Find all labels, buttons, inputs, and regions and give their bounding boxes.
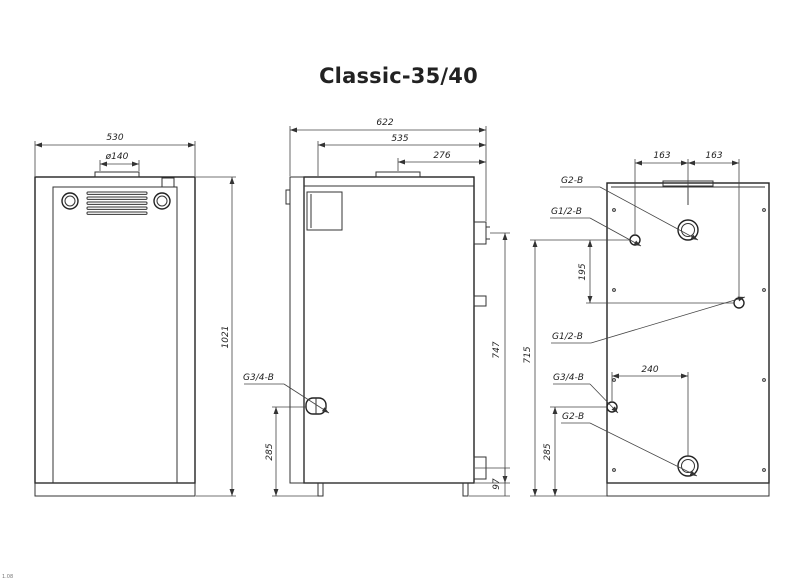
side-rear-foot	[462, 482, 469, 497]
inlet-height-label: 285	[265, 443, 275, 460]
overall-depth-label: 622	[376, 118, 393, 128]
front-flue-collar	[94, 171, 140, 178]
right-porthole	[153, 192, 171, 210]
rear-outlet-g2	[677, 219, 699, 241]
front-plinth	[34, 482, 196, 497]
side-view: 622 535 276 747 97 285 G3/4-B	[243, 118, 510, 497]
rear-view: 163 163 195 715 285 240 G2-B G1/2-B G1/2…	[523, 151, 770, 497]
rear-plinth	[606, 482, 770, 497]
rear-height-label: 715	[523, 346, 533, 363]
upper-rear-pipe	[473, 221, 487, 245]
vertical-spacing-label: 195	[578, 263, 588, 280]
callout-g12-right: G1/2-B	[552, 332, 583, 342]
body-depth-label: 535	[391, 134, 408, 144]
flue-offset-label: 276	[433, 151, 450, 161]
middle-rear-pipe	[473, 295, 487, 307]
left-porthole	[61, 192, 79, 210]
top-offset-left-label: 163	[653, 151, 670, 161]
callout-g12-left: G1/2-B	[551, 207, 582, 217]
rear-port-g12-left	[629, 234, 641, 246]
lower-pipe-height-label: 97	[492, 478, 502, 490]
rear-bottom-height-label: 285	[543, 443, 553, 460]
door-handle	[285, 189, 291, 205]
top-offset-right-label: 163	[705, 151, 722, 161]
side-flue-collar	[375, 171, 421, 178]
front-width-label: 530	[106, 133, 123, 143]
vent-slots	[86, 191, 148, 215]
callout-g34: G3/4-B	[553, 373, 584, 383]
diagram-title: Classic-35/40	[319, 64, 478, 88]
control-box	[306, 191, 343, 231]
flue-diameter-label: ø140	[105, 152, 129, 162]
callout-g2-top: G2-B	[561, 176, 583, 186]
front-corner-tab	[161, 177, 175, 188]
front-height-label: 1021	[221, 326, 231, 349]
front-panel	[52, 186, 178, 484]
horizontal-spacing-label: 240	[641, 365, 658, 375]
front-view: 530 ø140 1021	[34, 133, 236, 497]
side-body-outline	[303, 176, 475, 484]
corner-mark: 1.08	[2, 574, 13, 580]
side-inlet-label: G3/4-B	[243, 373, 274, 383]
front-body-outline	[34, 176, 196, 484]
upper-pipe-height-label: 747	[492, 341, 502, 358]
front-door-edge	[289, 176, 305, 484]
rear-screws	[612, 208, 766, 472]
callout-g2-bottom: G2-B	[562, 412, 584, 422]
side-front-foot	[317, 482, 324, 497]
